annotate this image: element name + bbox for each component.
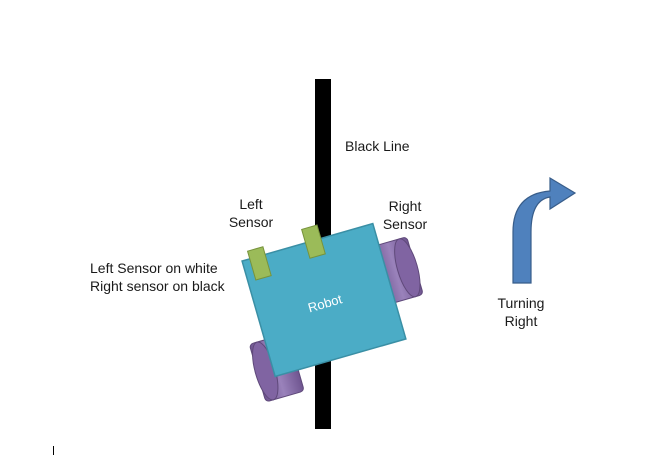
sensor-status-label: Left Sensor on white Right sensor on bla… — [90, 259, 225, 295]
left-sensor — [246, 246, 272, 281]
text-cursor — [53, 446, 54, 455]
left-sensor-label-line2: Sensor — [228, 214, 274, 230]
right-sensor-label-line2: Sensor — [382, 216, 428, 232]
right-sensor — [301, 224, 326, 259]
right-sensor-label-line1: Right — [388, 198, 422, 214]
turning-right-label: Turning Right — [490, 294, 552, 330]
left-sensor-label: Left Sensor — [228, 195, 274, 231]
turning-right-line2: Right — [504, 313, 538, 329]
black-line-label: Black Line — [345, 138, 410, 154]
turn-right-arrow-icon — [512, 176, 577, 284]
sensor-status-line2: Right sensor on black — [90, 278, 225, 294]
left-sensor-label-line1: Left — [239, 196, 263, 212]
right-sensor-label: Right Sensor — [380, 197, 430, 233]
sensor-status-line1: Left Sensor on white — [90, 260, 218, 276]
turning-right-line1: Turning — [497, 295, 545, 311]
robot: Robot — [241, 222, 423, 402]
